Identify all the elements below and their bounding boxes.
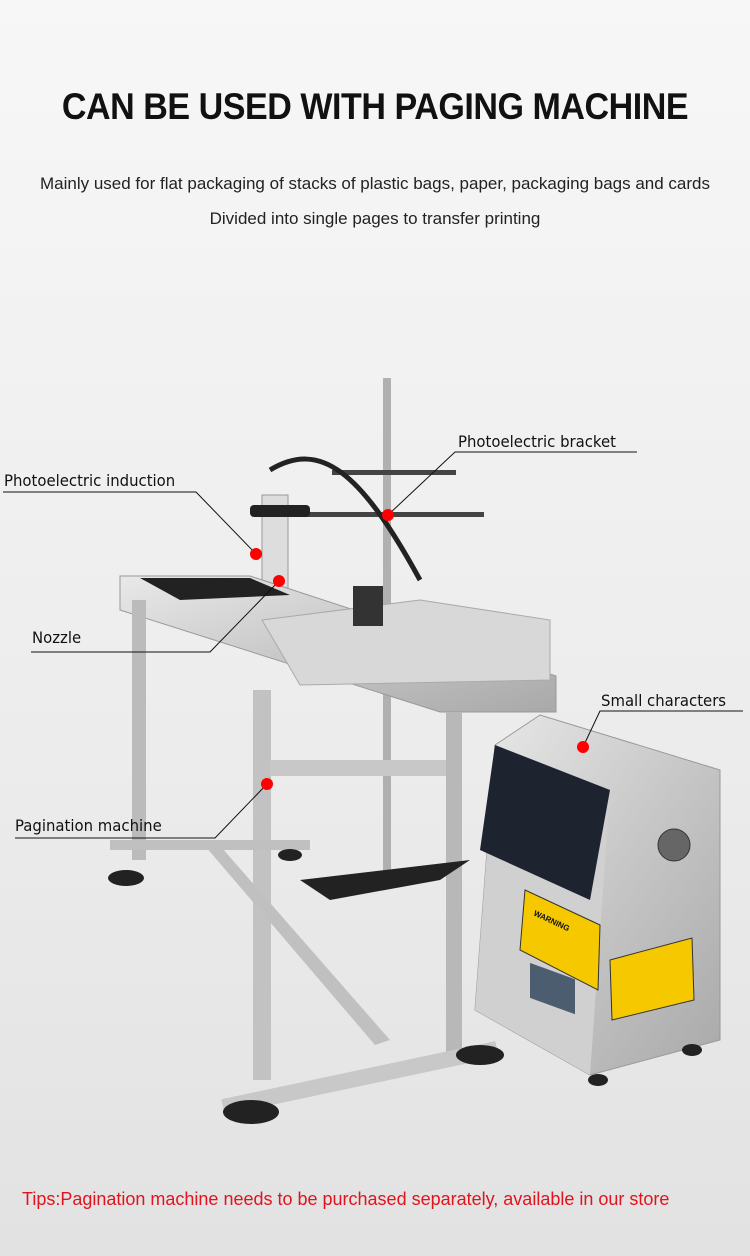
- sensor-clamp: [250, 505, 310, 517]
- marker-photoelectric-induction: [250, 548, 262, 560]
- callout-photoelectric-induction: Photoelectric induction: [4, 471, 176, 490]
- marker-photoelectric-bracket: [382, 509, 394, 521]
- subtitle-line-1: Mainly used for flat packaging of stacks…: [39, 174, 710, 193]
- printer-keypad: [480, 745, 610, 900]
- callout-lines: [3, 451, 743, 839]
- cooling-fan: [657, 828, 691, 862]
- callout-small-characters: Small characters: [601, 691, 727, 710]
- marker-nozzle: [273, 575, 285, 587]
- page-title: CAN BE USED WITH PAGING MACHINE: [61, 86, 689, 127]
- callout-pagination-machine: Pagination machine: [15, 816, 162, 835]
- printer-screen: [530, 962, 575, 1015]
- ink-hose: [268, 456, 423, 582]
- safety-sticker: [609, 937, 695, 1021]
- bracket-arm-upper: [332, 470, 456, 475]
- callout-nozzle: Nozzle: [32, 628, 82, 647]
- callout-photoelectric-bracket: Photoelectric bracket: [458, 432, 617, 451]
- marker-pagination-machine: [261, 778, 273, 790]
- subtitle-line-2: Divided into single pages to transfer pr…: [209, 209, 541, 228]
- conveyor-belt: [140, 578, 290, 600]
- marker-small-characters: [577, 741, 589, 753]
- nozzle-head: [353, 586, 383, 626]
- callout-markers: [250, 509, 589, 790]
- warning-sticker: [519, 889, 601, 991]
- tips-note: Tips:Pagination machine needs to be purc…: [22, 1189, 670, 1209]
- guide-rail: [261, 599, 551, 686]
